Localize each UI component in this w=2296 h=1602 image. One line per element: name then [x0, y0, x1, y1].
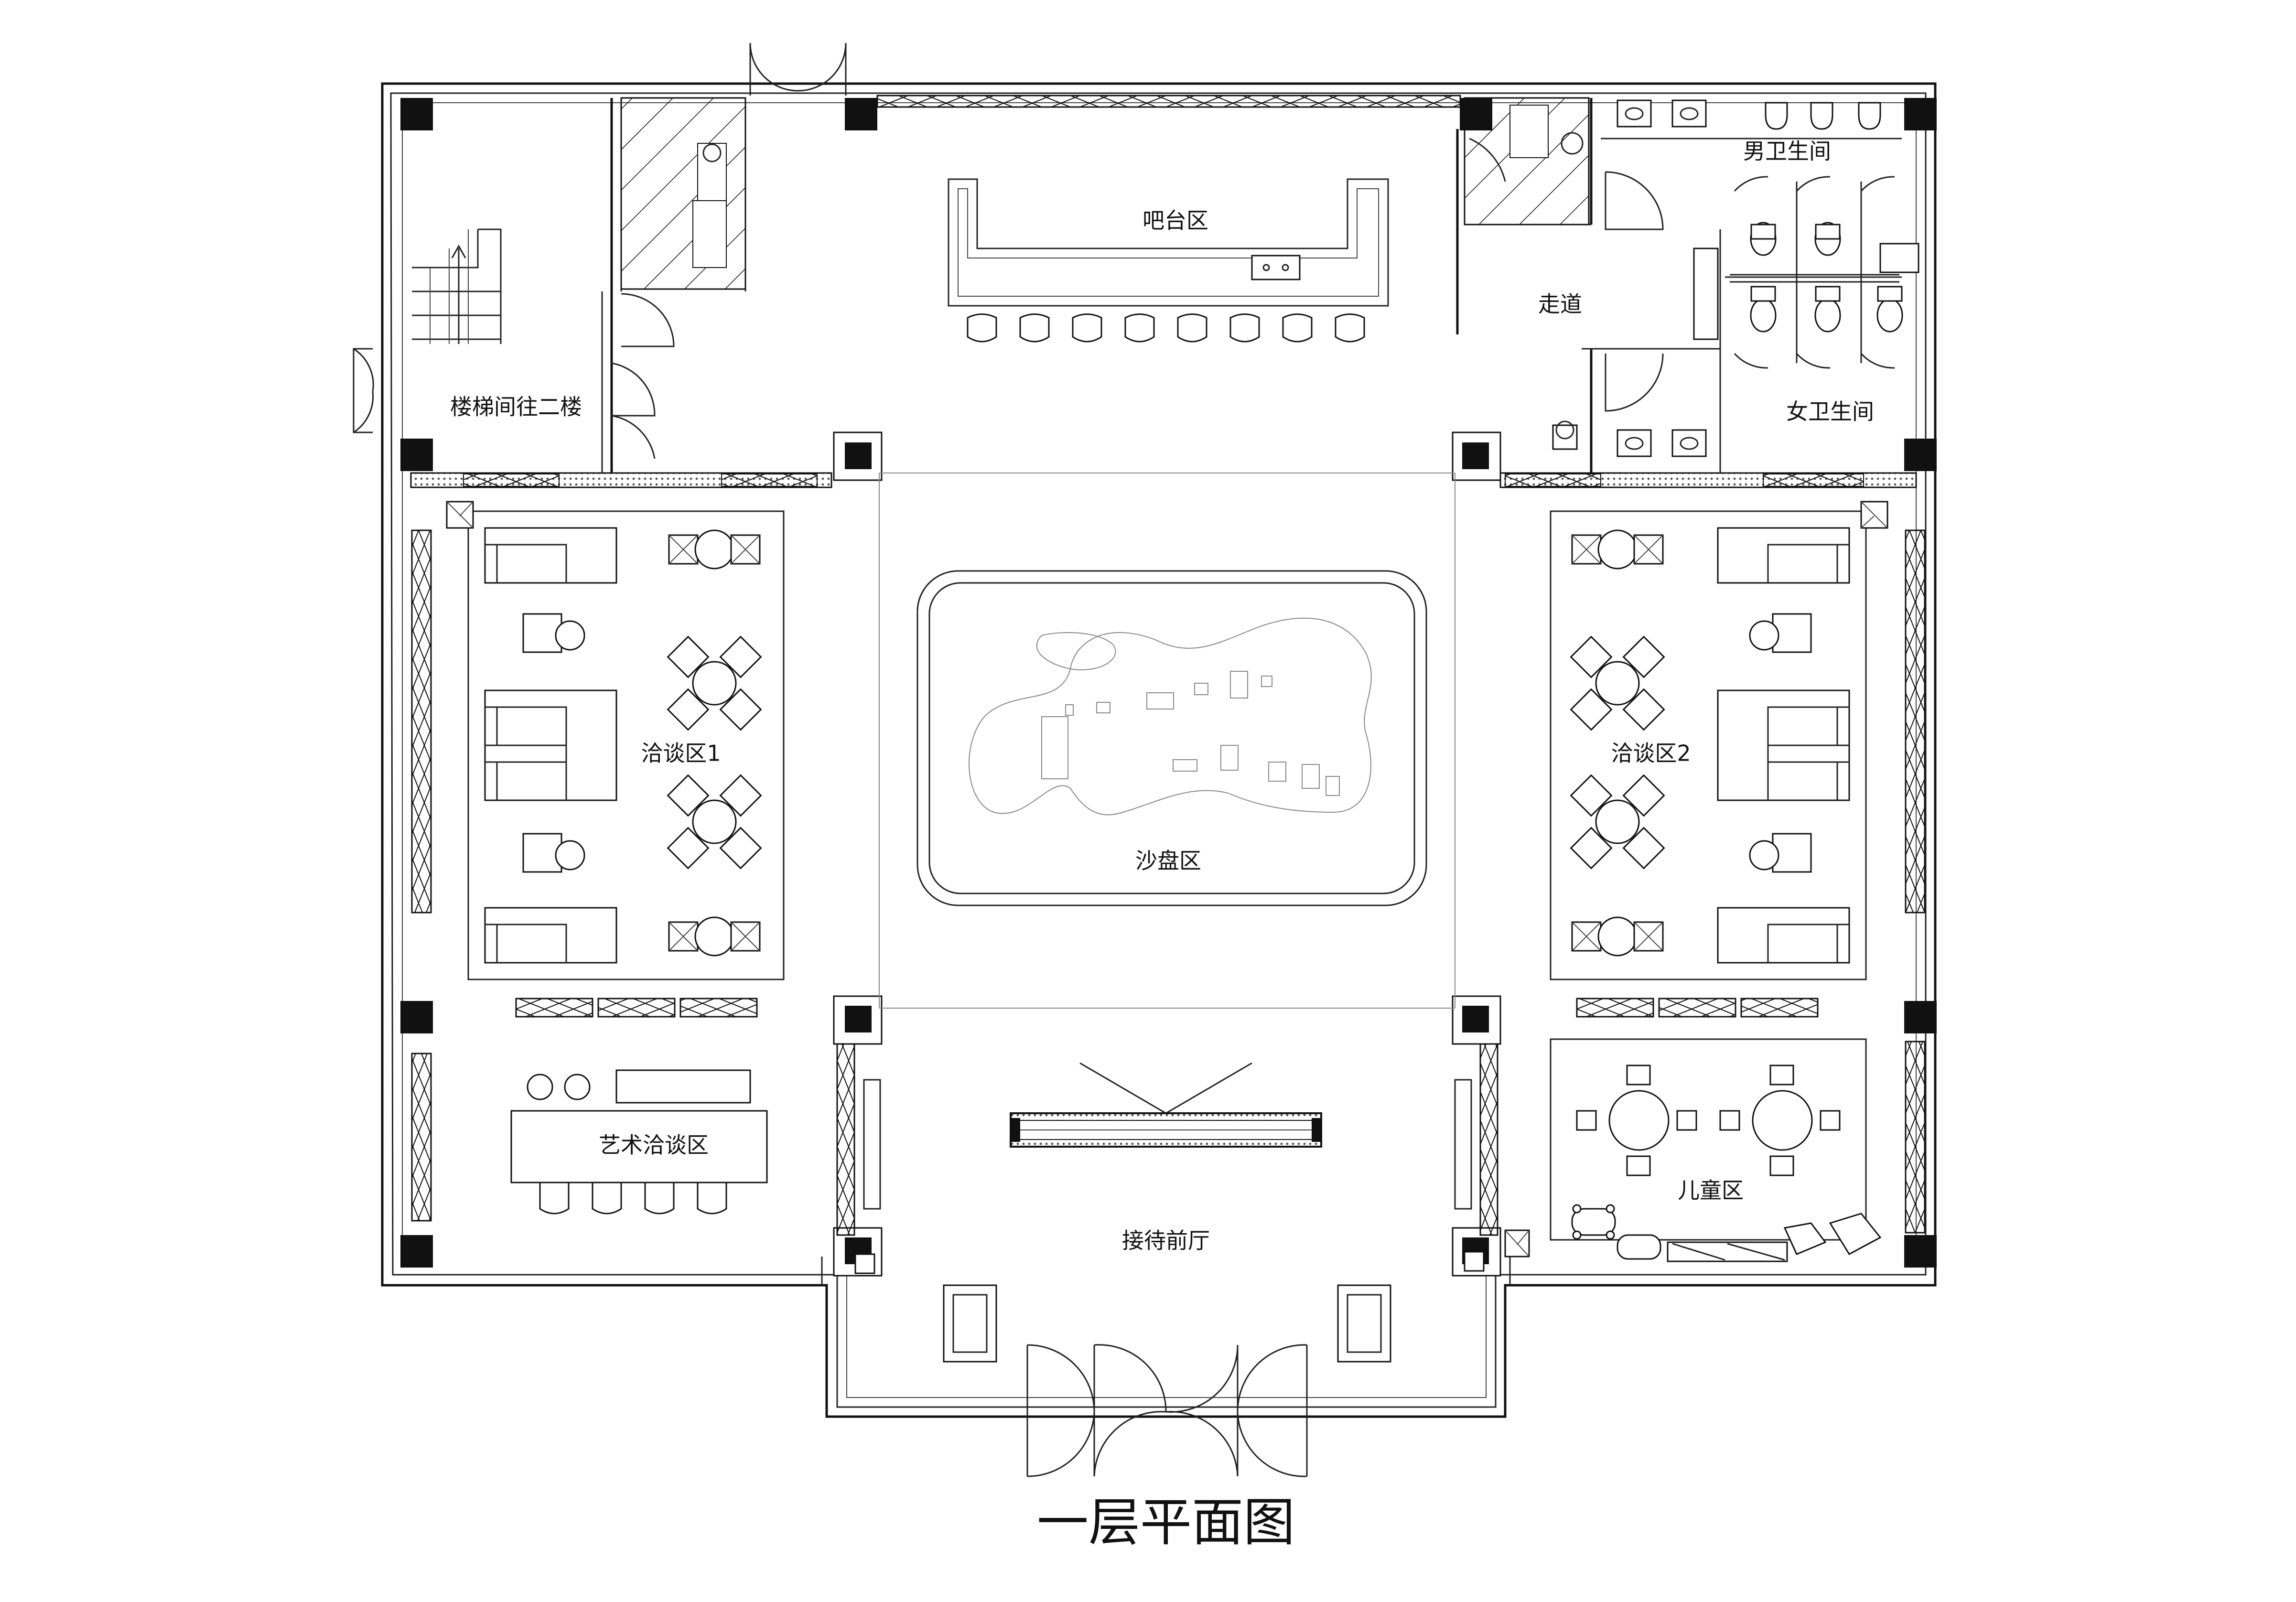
room-labels: 楼梯间往二楼 吧台区 走道 男卫生间 女卫生间 洽谈区1 洽谈区2 沙盘区 艺术… — [450, 139, 1874, 1254]
atrium-grid — [879, 473, 1455, 1009]
main-entrance-doors[interactable] — [1026, 1344, 1308, 1477]
bar-area-label: 吧台区 — [1143, 208, 1208, 234]
reception-lobby-label: 接待前厅 — [1122, 1228, 1210, 1254]
womens-restroom-door[interactable] — [1605, 353, 1664, 412]
mens-restroom-label: 男卫生间 — [1743, 139, 1831, 164]
kids-area — [854, 1038, 1882, 1274]
drawing-title: 一层平面图 — [1037, 1493, 1295, 1552]
bar-counter — [948, 178, 1389, 307]
corridor-label: 走道 — [1538, 291, 1582, 317]
mens-restroom-door[interactable] — [1605, 171, 1664, 230]
womens-restroom-label: 女卫生间 — [1786, 399, 1874, 425]
toilet-stalls — [1730, 176, 1919, 369]
negotiation-area-1-label: 洽谈区1 — [641, 741, 721, 766]
stairwell-inner-door[interactable] — [611, 362, 656, 459]
sand-table — [916, 570, 1427, 906]
storage-door[interactable] — [621, 293, 675, 347]
art-negotiation-area-label: 艺术洽谈区 — [599, 1132, 709, 1158]
womens-restroom-fixtures — [1552, 420, 1707, 457]
reception-desk — [1010, 1062, 1322, 1148]
stairwell-door[interactable] — [353, 348, 374, 433]
north-entrance-door[interactable] — [749, 43, 847, 96]
negotiation-area-2 — [1550, 501, 1888, 980]
bar-stools — [967, 313, 1365, 343]
negotiation-area-1 — [446, 501, 785, 980]
windows — [410, 95, 1926, 1236]
stairwell — [412, 228, 502, 344]
kids-area-label: 儿童区 — [1678, 1178, 1744, 1204]
stairwell-label: 楼梯间往二楼 — [450, 394, 582, 420]
sand-table-label: 沙盘区 — [1135, 848, 1201, 874]
art-negotiation-area — [510, 1069, 768, 1215]
lobby-armchairs — [943, 1284, 1391, 1363]
service-closet — [1464, 97, 1590, 226]
storage-room — [620, 97, 746, 290]
mens-restroom-fixtures — [1617, 99, 1881, 130]
negotiation-area-2-label: 洽谈区2 — [1611, 741, 1691, 766]
urinal-bench — [1693, 247, 1719, 340]
